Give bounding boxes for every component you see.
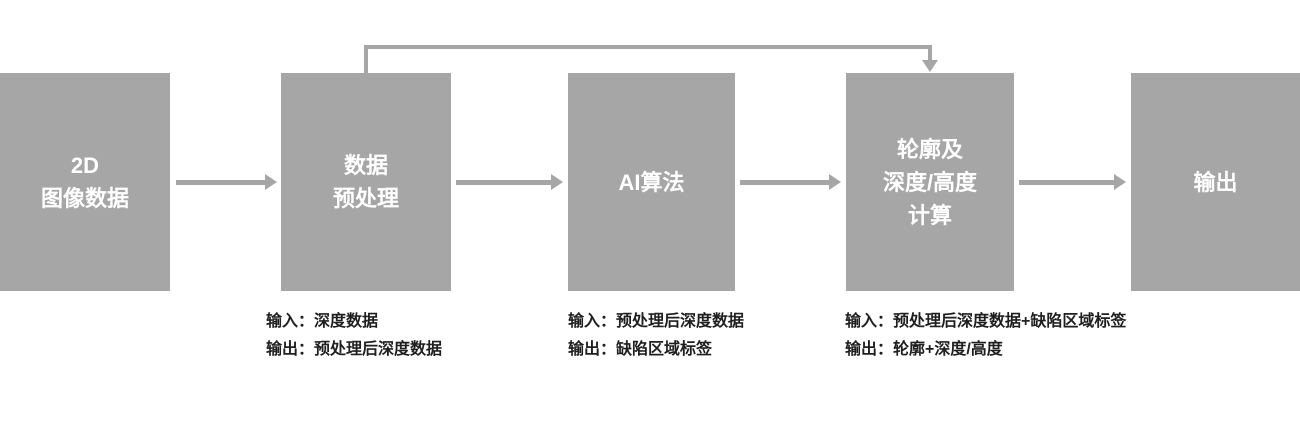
arrow-4-head-icon xyxy=(1114,174,1126,190)
node-label: 数据 预处理 xyxy=(332,153,399,211)
bypass-connector-right-segment xyxy=(928,45,932,61)
arrow-3-head-icon xyxy=(829,174,841,190)
note-input-line: 输入：预处理后深度数据+缺陷区域标签 xyxy=(845,313,1127,330)
bypass-connector-left-segment xyxy=(364,45,368,73)
arrow-1-head-icon xyxy=(265,174,277,190)
arrow-4-line xyxy=(1019,180,1114,185)
note-output-line: 输出：缺陷区域标签 xyxy=(568,341,713,358)
arrow-1-line xyxy=(176,180,265,185)
note-ai-algorithm: 输入：预处理后深度数据 输出：缺陷区域标签 xyxy=(568,308,744,364)
node-contour-depth-height-calc: 轮廓及 深度/高度 计算 xyxy=(846,73,1014,291)
note-output-line: 输出：预处理后深度数据 xyxy=(266,341,443,358)
note-input-line: 输入：预处理后深度数据 xyxy=(568,313,745,330)
node-label: 轮廓及 深度/高度 计算 xyxy=(882,136,978,228)
node-label: 2D 图像数据 xyxy=(40,153,129,211)
node-label: 输出 xyxy=(1193,169,1238,195)
note-contour-depth-height-calc: 输入：预处理后深度数据+缺陷区域标签 输出：轮廓+深度/高度 xyxy=(845,308,1126,364)
node-ai-algorithm: AI算法 xyxy=(568,73,735,291)
node-output: 输出 xyxy=(1131,73,1300,291)
bypass-arrowhead-icon xyxy=(922,60,938,72)
node-image-data-2d: 2D 图像数据 xyxy=(0,73,170,291)
bypass-connector-top-segment xyxy=(364,45,932,49)
arrow-3-line xyxy=(740,180,829,185)
arrow-2-line xyxy=(456,180,551,185)
arrow-2-head-icon xyxy=(551,174,563,190)
note-input-line: 输入：深度数据 xyxy=(266,313,379,330)
note-output-line: 输出：轮廓+深度/高度 xyxy=(845,341,1003,358)
node-data-preprocess: 数据 预处理 xyxy=(281,73,451,291)
node-label: AI算法 xyxy=(618,169,685,195)
note-data-preprocess: 输入：深度数据 输出：预处理后深度数据 xyxy=(266,308,442,364)
